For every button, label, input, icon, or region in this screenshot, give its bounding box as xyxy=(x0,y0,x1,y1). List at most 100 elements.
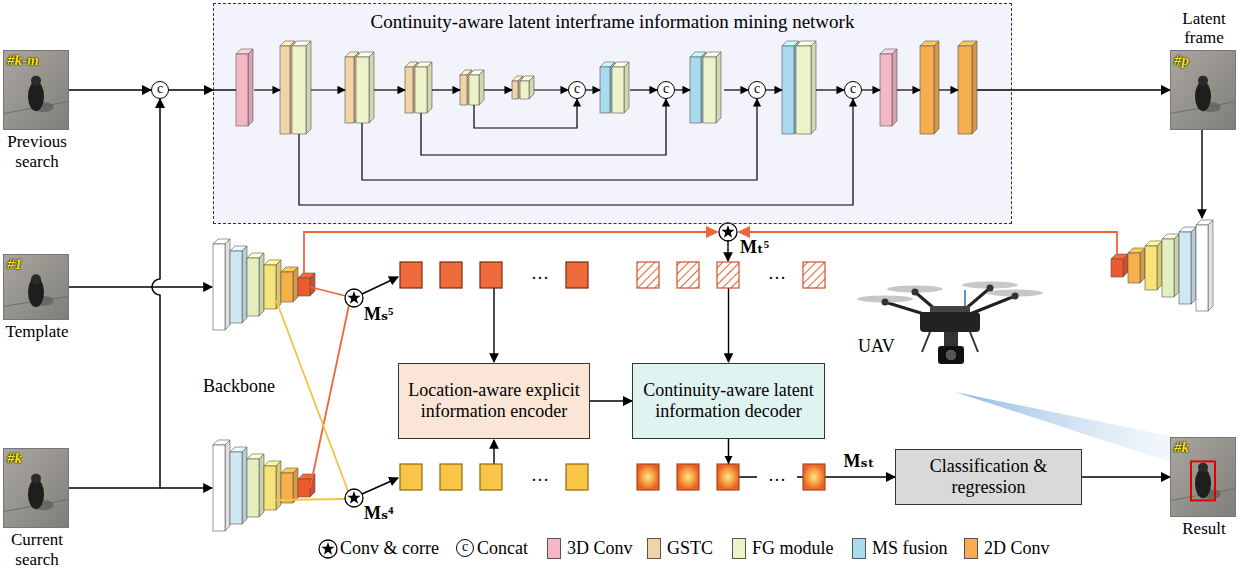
arrow-line xyxy=(766,89,782,90)
process-box: Location-aware explicit information enco… xyxy=(398,363,590,439)
block-side xyxy=(293,468,298,503)
concat-symbol: c xyxy=(748,81,766,99)
corr-symbol xyxy=(345,289,363,307)
legend-text: GSTC xyxy=(667,537,713,559)
frame-id: #k-m xyxy=(7,52,39,69)
photo-ground xyxy=(1171,438,1235,516)
feature-token xyxy=(677,464,699,490)
block-front xyxy=(796,46,811,134)
frame-id: #1 xyxy=(7,256,22,273)
frame-caption: Template xyxy=(1,322,73,342)
block-front xyxy=(1196,225,1208,311)
feature-token xyxy=(400,262,422,288)
concat-symbol: c xyxy=(657,81,675,99)
feature-token xyxy=(480,262,502,288)
photo-person xyxy=(28,81,44,111)
block-front xyxy=(612,67,624,113)
block-front xyxy=(920,46,934,134)
block-side xyxy=(529,76,534,99)
uav-leg xyxy=(970,332,978,352)
block-side xyxy=(972,41,977,134)
block-front xyxy=(298,278,310,296)
block-side xyxy=(242,447,247,524)
arrow-line xyxy=(362,478,398,494)
uav-plate xyxy=(930,306,970,312)
photo-head xyxy=(31,274,41,284)
block-side xyxy=(1208,220,1213,311)
legend-swatch xyxy=(964,538,978,559)
block-side xyxy=(811,41,816,134)
block-front xyxy=(213,244,225,330)
block-front xyxy=(230,452,242,524)
photo-ground xyxy=(4,51,68,129)
connector xyxy=(1082,476,1170,478)
uav-leg xyxy=(922,332,930,352)
block-side xyxy=(248,49,253,126)
block-front xyxy=(415,67,427,113)
frame-id: #k xyxy=(1174,439,1189,456)
process-box: Continuity-aware latent information deco… xyxy=(632,363,825,439)
frame-id: #p xyxy=(1174,52,1189,69)
block-side xyxy=(242,246,247,323)
image-frame: Latent frame#p xyxy=(1170,50,1236,130)
feature-token xyxy=(637,262,659,288)
block-side xyxy=(624,62,629,113)
arrow-line xyxy=(69,286,212,287)
feature-token xyxy=(566,464,588,490)
block-front xyxy=(1111,259,1123,277)
arrow-line xyxy=(816,89,844,90)
block-front xyxy=(281,272,293,302)
frame-id: #k xyxy=(7,450,22,467)
corr-star xyxy=(347,291,360,304)
block-side xyxy=(1174,234,1179,297)
block-side xyxy=(1140,248,1145,283)
feature-token xyxy=(440,262,462,288)
arrow-line xyxy=(493,288,494,362)
arrow-line xyxy=(862,89,880,90)
legend-swatch xyxy=(547,538,561,559)
block-front xyxy=(280,46,290,134)
block-side xyxy=(892,49,897,126)
process-box: Classification & regression xyxy=(895,449,1082,504)
image-frame: #1Template xyxy=(3,254,69,320)
photo-head xyxy=(1198,463,1208,473)
block-side xyxy=(716,52,721,123)
photo-ground xyxy=(4,449,68,527)
ellipsis: … xyxy=(520,464,560,490)
arrow-line xyxy=(727,241,728,261)
network-panel: Continuity-aware latent interframe infor… xyxy=(213,3,1012,224)
uav-lens xyxy=(945,349,957,361)
arrow-line xyxy=(630,89,657,90)
image-frame: #k-mPrevious search xyxy=(3,50,69,130)
uav-motor xyxy=(987,285,994,292)
photo-head xyxy=(31,76,41,86)
backbone-net xyxy=(1111,220,1213,311)
legend-swatch xyxy=(732,538,746,559)
block-side xyxy=(306,41,311,134)
connector xyxy=(169,89,213,91)
legend-text: 2D Conv xyxy=(984,537,1050,559)
block-front xyxy=(264,466,276,510)
arrow-line xyxy=(310,305,349,488)
arrow-line xyxy=(421,99,666,155)
photo-person xyxy=(28,479,44,509)
panel-fill xyxy=(213,3,1012,224)
photo-head xyxy=(1198,76,1208,86)
uav-motor xyxy=(882,299,889,306)
block-side xyxy=(934,41,939,134)
mining-network xyxy=(213,41,1012,205)
legend-text: MS fusion xyxy=(872,537,948,559)
uav-motor xyxy=(1012,293,1019,300)
block-front xyxy=(281,473,293,503)
arrow-line xyxy=(362,99,757,180)
block-front xyxy=(405,67,413,113)
result-box xyxy=(1191,461,1215,500)
arrow-line xyxy=(276,300,348,491)
frame-caption: Latent frame xyxy=(1168,9,1240,48)
connector xyxy=(1012,89,1170,91)
ellipsis: … xyxy=(757,464,797,490)
legend-text: Concat xyxy=(477,537,528,559)
block-side xyxy=(293,267,298,302)
corr-symbol xyxy=(719,223,737,241)
corr-star xyxy=(347,491,360,504)
